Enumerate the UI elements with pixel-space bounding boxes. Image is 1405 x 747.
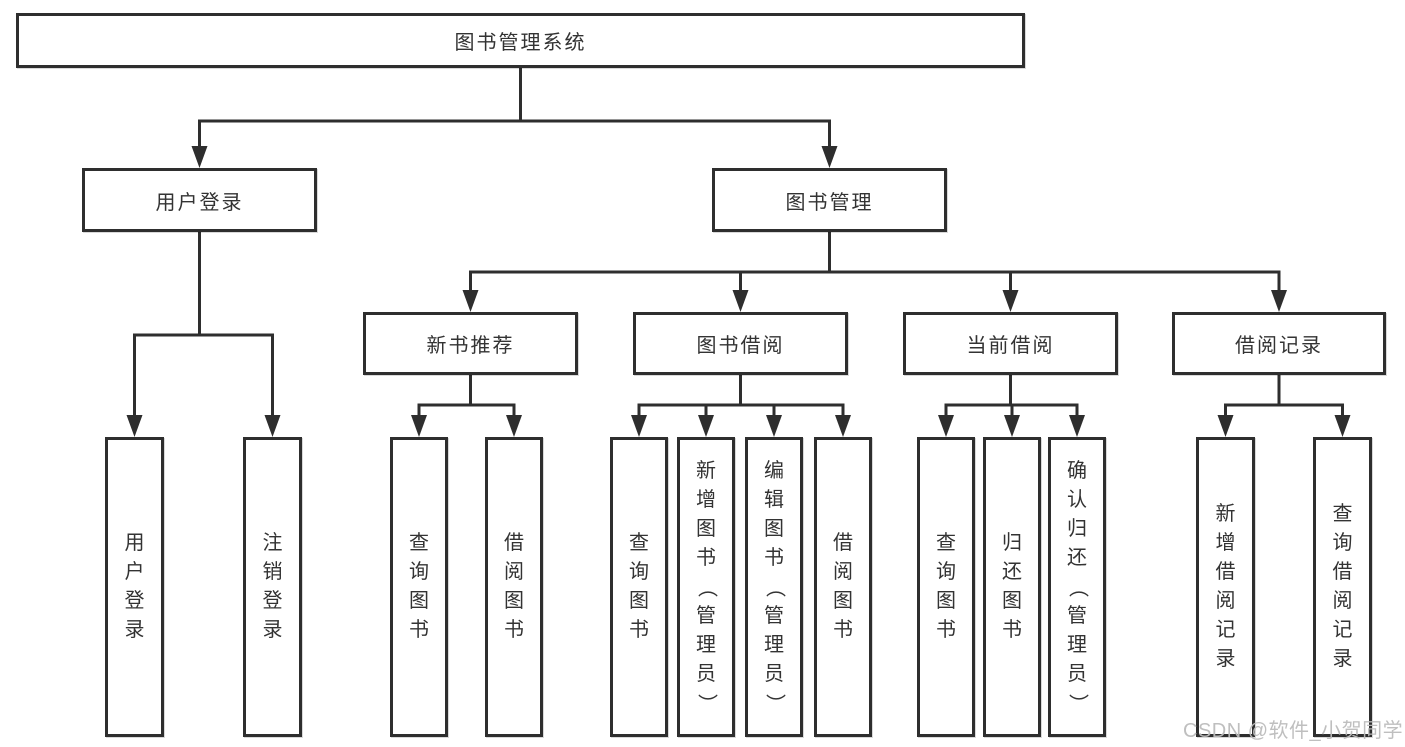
leaf-query-books-recommend: 查询图书 (390, 437, 448, 737)
leaf-return-books: 归还图书 (983, 437, 1041, 737)
leaf-user-login: 用户登录 (105, 437, 164, 737)
node-label: 用户登录 (124, 532, 145, 641)
node-label: 图书管理 (785, 191, 874, 214)
node-label: 新增借阅记录 (1215, 503, 1236, 670)
node-label: 图书管理系统 (454, 32, 587, 54)
node-user-login: 用户登录 (82, 168, 317, 232)
node-label: 注销登录 (262, 532, 283, 641)
leaf-query-books-current: 查询图书 (917, 437, 975, 737)
node-book-borrowing: 图书借阅 (633, 312, 848, 375)
node-label: 借阅记录 (1235, 335, 1323, 357)
leaf-edit-books-admin: 编辑图书（管理员） (745, 437, 803, 737)
node-label: 编辑图书（管理员） (763, 459, 786, 714)
node-new-book-recommendation: 新书推荐 (363, 312, 578, 375)
node-label: 查询图书 (936, 532, 956, 641)
node-label: 查询图书 (409, 532, 429, 641)
node-label: 用户登录 (155, 191, 244, 214)
node-label: 图书借阅 (696, 335, 785, 357)
node-label: 确认归还（管理员） (1066, 459, 1089, 714)
node-label: 查询图书 (629, 532, 649, 641)
node-library-management-system: 图书管理系统 (16, 13, 1025, 68)
leaf-borrow-books-borrowing: 借阅图书 (814, 437, 872, 737)
node-label: 借阅图书 (504, 532, 524, 641)
node-label: 新书推荐 (426, 335, 515, 357)
node-label: 借阅图书 (833, 532, 853, 641)
leaf-add-books-admin: 新增图书（管理员） (677, 437, 735, 737)
leaf-add-borrow-record: 新增借阅记录 (1196, 437, 1255, 737)
node-label: 查询借阅记录 (1332, 503, 1353, 670)
leaf-logout-login: 注销登录 (243, 437, 302, 737)
node-current-borrowing: 当前借阅 (903, 312, 1118, 375)
node-label: 当前借阅 (966, 335, 1055, 357)
leaf-query-books-borrowing: 查询图书 (610, 437, 668, 737)
leaf-borrow-books-recommend: 借阅图书 (485, 437, 543, 737)
csdn-watermark: CSDN @软件_小贺同学 (1183, 720, 1404, 742)
leaf-confirm-return-admin: 确认归还（管理员） (1048, 437, 1106, 737)
leaf-query-borrow-record: 查询借阅记录 (1313, 437, 1372, 737)
node-label: 新增图书（管理员） (695, 459, 718, 714)
node-label: 归还图书 (1002, 532, 1022, 641)
node-borrowing-records: 借阅记录 (1172, 312, 1386, 375)
node-book-management: 图书管理 (712, 168, 947, 232)
